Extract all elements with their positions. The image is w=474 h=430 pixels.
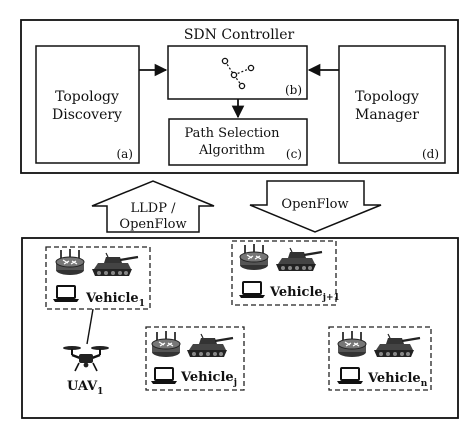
router-icon — [337, 330, 367, 358]
vehicle-group-1: Vehicle1 — [45, 246, 151, 310]
tag-a: (a) — [116, 147, 133, 161]
tag-b: (b) — [285, 83, 302, 97]
uav-link — [86, 308, 94, 345]
uplink-label-line2: OpenFlow — [119, 217, 186, 232]
tag-c: (c) — [286, 147, 302, 161]
tank-icon — [372, 332, 422, 359]
topology-manager-line1: Topology — [355, 89, 419, 105]
uav-label: UAV1 — [67, 379, 103, 397]
downlink-arrow — [249, 180, 382, 233]
router-icon — [55, 248, 85, 276]
topology-discovery-box — [35, 45, 140, 164]
vehicle-group-j: Vehiclej — [145, 326, 245, 391]
path-selection-line1: Path Selection — [185, 126, 281, 141]
router-icon — [239, 243, 269, 271]
laptop-icon — [52, 285, 80, 303]
topology-manager-line2: Manager — [355, 107, 419, 123]
graph-icon — [221, 57, 255, 90]
data-plane-box — [21, 237, 459, 419]
path-selection-line2: Algorithm — [198, 143, 265, 158]
laptop-icon — [150, 367, 178, 385]
controller-title: SDN Controller — [184, 27, 295, 43]
vehicle-j-box — [145, 326, 245, 391]
uplink-arrow — [91, 180, 215, 233]
drone-icon — [63, 346, 109, 372]
topology-manager-box — [338, 45, 446, 164]
vehicle-n-box — [328, 326, 432, 391]
sdn-controller-box — [20, 19, 459, 174]
graph-box — [167, 45, 308, 100]
vehicle-j-plus-1-label: Vehiclej+1 — [269, 285, 340, 303]
tank-icon — [90, 251, 140, 278]
vehicle-j-plus-1-box — [231, 240, 337, 306]
vehicle-1-label: Vehicle1 — [85, 291, 145, 309]
tag-d: (d) — [422, 147, 439, 161]
tank-icon — [185, 332, 235, 359]
router-icon — [151, 330, 181, 358]
laptop-icon — [336, 367, 364, 385]
vehicle-n-label: Vehiclen — [367, 371, 428, 389]
vehicle-group-n: Vehiclen — [328, 326, 432, 391]
topology-discovery-line1: Topology — [55, 89, 119, 105]
tank-icon — [274, 246, 324, 273]
downlink-label: OpenFlow — [281, 197, 348, 212]
vehicle-group-j-plus-1: Vehiclej+1 — [231, 240, 340, 306]
vehicle-1-box — [45, 246, 151, 310]
topology-discovery-line2: Discovery — [52, 107, 122, 123]
vehicle-j-label: Vehiclej — [180, 370, 237, 388]
laptop-icon — [238, 281, 266, 299]
uplink-label-line1: LLDP / — [131, 201, 177, 216]
path-selection-box — [168, 118, 308, 166]
